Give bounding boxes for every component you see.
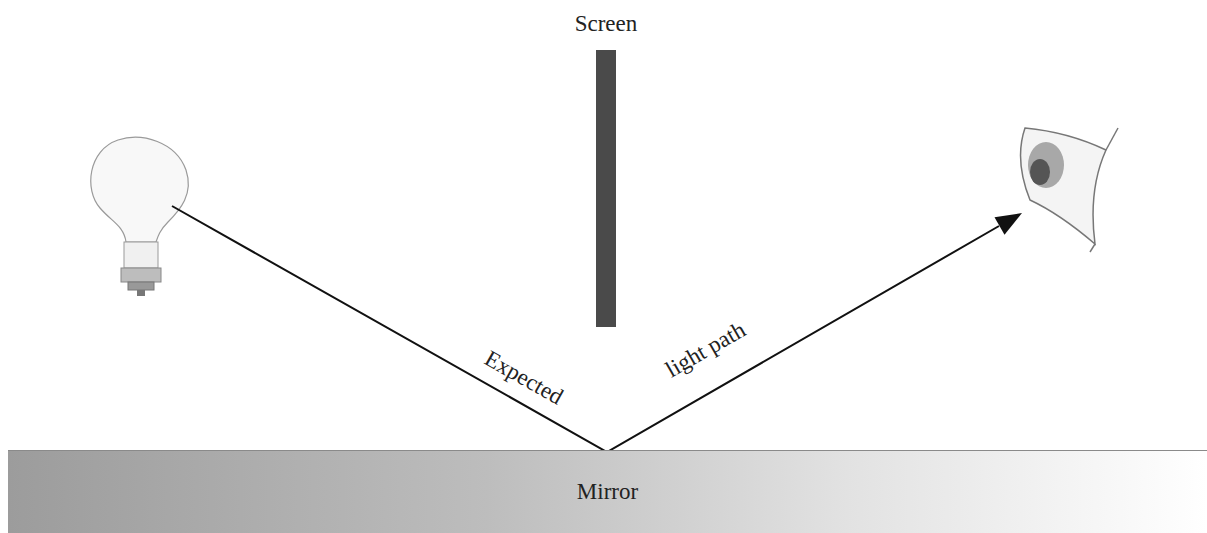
screen-label: Screen bbox=[575, 11, 638, 37]
eye bbox=[1021, 128, 1118, 252]
arrow-head bbox=[995, 213, 1023, 235]
mirror-label: Mirror bbox=[577, 479, 638, 505]
light-bulb bbox=[91, 137, 189, 296]
screen-bar bbox=[596, 50, 616, 327]
mirror: Mirror bbox=[8, 450, 1207, 533]
screen: Screen bbox=[545, 4, 667, 44]
light-path bbox=[172, 206, 999, 452]
path-label: light path bbox=[662, 317, 751, 383]
path-label: Expected bbox=[480, 346, 567, 411]
